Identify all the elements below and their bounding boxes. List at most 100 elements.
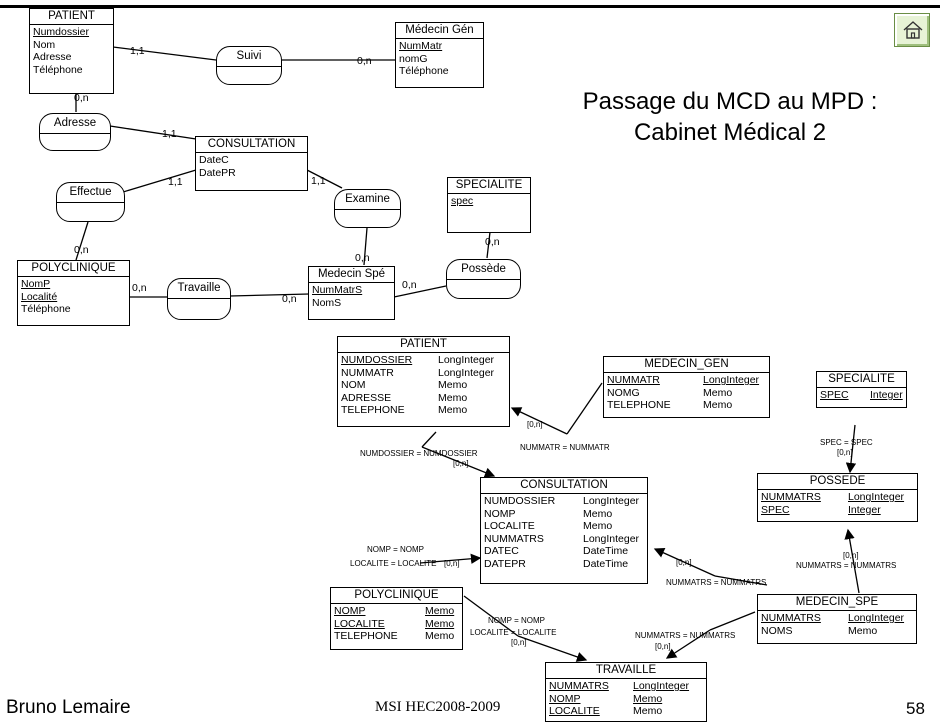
page-number: 58 [906, 699, 925, 718]
table-type: LongInteger [583, 532, 640, 545]
table-field: ADRESSE [341, 391, 392, 404]
entity-field: Numdossier [33, 26, 90, 38]
join-label: SPEC = SPEC [820, 438, 873, 447]
entity-name: SPECIALITE [448, 178, 530, 194]
table-type: Memo [583, 507, 613, 520]
table-field: NOMG [607, 386, 640, 399]
association-suivi[interactable]: Suivi [216, 46, 282, 85]
entity-field: NomS [312, 296, 342, 309]
table-field: NUMMATRS [484, 532, 544, 545]
table-type: Integer [870, 389, 903, 401]
join-label: NUMMATR = NUMMATR [520, 443, 610, 452]
entity-name: Medecin Spé [309, 267, 394, 283]
association-possede[interactable]: Possède [446, 259, 521, 299]
association-effectue[interactable]: Effectue [56, 182, 125, 222]
entity-field: spec [451, 195, 474, 207]
entity-field: Adresse [33, 51, 72, 63]
mcd-entity-consultation[interactable]: CONSULTATION DateC DatePR [195, 136, 308, 191]
home-button[interactable] [894, 13, 930, 47]
association-name: Effectue [57, 183, 124, 203]
association-examine[interactable]: Examine [334, 189, 401, 228]
table-field: NUMMATR [341, 366, 394, 379]
entity-field: nomG [399, 52, 428, 65]
footer-author: Bruno Lemaire [6, 697, 131, 718]
join-label: NOMP = NOMP [367, 545, 424, 554]
association-travaille[interactable]: Travaille [167, 278, 231, 320]
table-type: Memo [438, 404, 468, 416]
entity-field: Téléphone [21, 303, 71, 315]
table-name: POSSEDE [758, 474, 917, 490]
slide-title: Passage du MCD au MPD : Cabinet Médical … [530, 86, 930, 148]
table-field: NOMP [334, 605, 366, 617]
entity-name: PATIENT [30, 9, 113, 25]
table-name: POLYCLINIQUE [331, 588, 462, 604]
cardinality-label: 0,n [74, 92, 89, 104]
entity-field: Nom [33, 38, 56, 51]
table-field: LOCALITE [484, 520, 535, 532]
slide-title-line1: Passage du MCD au MPD : [582, 88, 878, 115]
mcd-entity-medecin-spe[interactable]: Medecin Spé NumMatrS NomS [308, 266, 395, 320]
table-name: PATIENT [338, 337, 509, 353]
join-label: NUMDOSSIER = NUMDOSSIER [360, 449, 478, 458]
cardinality-label: [0,n] [843, 551, 859, 560]
table-field: DATEC [484, 545, 519, 557]
table-field: NUMMATR [607, 374, 660, 386]
mpd-table-specialite[interactable]: SPECIALITE SPEC Integer [816, 371, 907, 408]
cardinality-label: 0,n [282, 293, 297, 305]
association-adresse[interactable]: Adresse [39, 113, 111, 151]
association-name: Adresse [40, 114, 110, 134]
table-type: LongInteger [633, 680, 690, 692]
table-field: NOM [341, 379, 366, 391]
cardinality-label: [0,n] [453, 459, 469, 468]
table-field: NUMMATRS [761, 491, 821, 503]
table-type: LongInteger [703, 374, 760, 386]
join-label: NUMMATRS = NUMMATRS [635, 631, 736, 640]
table-field: TELEPHONE [607, 399, 671, 411]
entity-name: POLYCLINIQUE [18, 261, 129, 277]
entity-field: NumMatrS [312, 284, 363, 296]
entity-field: Téléphone [33, 63, 83, 76]
cardinality-label: 0,n [357, 55, 372, 67]
entity-field: Téléphone [399, 65, 449, 77]
table-type: LongInteger [848, 612, 905, 624]
cardinality-label: [0,n] [676, 558, 692, 567]
table-name: SPECIALITE [817, 372, 906, 388]
cardinality-label: 0,n [355, 252, 370, 264]
table-field: NOMP [549, 692, 581, 705]
table-field: SPEC [820, 389, 849, 401]
join-label: NUMMATRS = NUMMATRS [796, 561, 897, 570]
table-type: Memo [425, 617, 455, 630]
table-type: Memo [703, 399, 733, 411]
entity-name: CONSULTATION [196, 137, 307, 153]
cardinality-label: [0,n] [655, 642, 671, 651]
table-type: Memo [425, 605, 455, 617]
footer-course: MSI HEC2008-2009 [375, 699, 501, 715]
cardinality-label: 0,n [132, 282, 147, 294]
table-type: LongInteger [438, 366, 495, 379]
table-type: LongInteger [848, 491, 905, 503]
mcd-entity-polyclinique[interactable]: POLYCLINIQUE NomP Localité Téléphone [17, 260, 130, 326]
table-type: Memo [633, 705, 663, 717]
table-type: DateTime [583, 557, 629, 570]
mcd-entity-medecin-gen[interactable]: Médecin Gén NumMatr nomG Téléphone [395, 22, 484, 88]
table-field: DATEPR [484, 557, 526, 570]
table-field: NUMMATRS [761, 612, 821, 624]
mcd-entity-specialite[interactable]: SPECIALITE spec [447, 177, 531, 233]
table-type: Memo [583, 520, 613, 532]
entity-field: DateC [199, 154, 229, 166]
table-name: MEDECIN_GEN [604, 357, 769, 373]
table-field: TELEPHONE [341, 404, 405, 416]
table-name: CONSULTATION [481, 478, 647, 494]
entity-field: NumMatr [399, 40, 443, 52]
association-name: Travaille [168, 279, 230, 299]
table-type: Integer [848, 503, 881, 516]
mcd-entity-patient[interactable]: PATIENT Numdossier Nom Adresse Téléphone [29, 8, 114, 94]
